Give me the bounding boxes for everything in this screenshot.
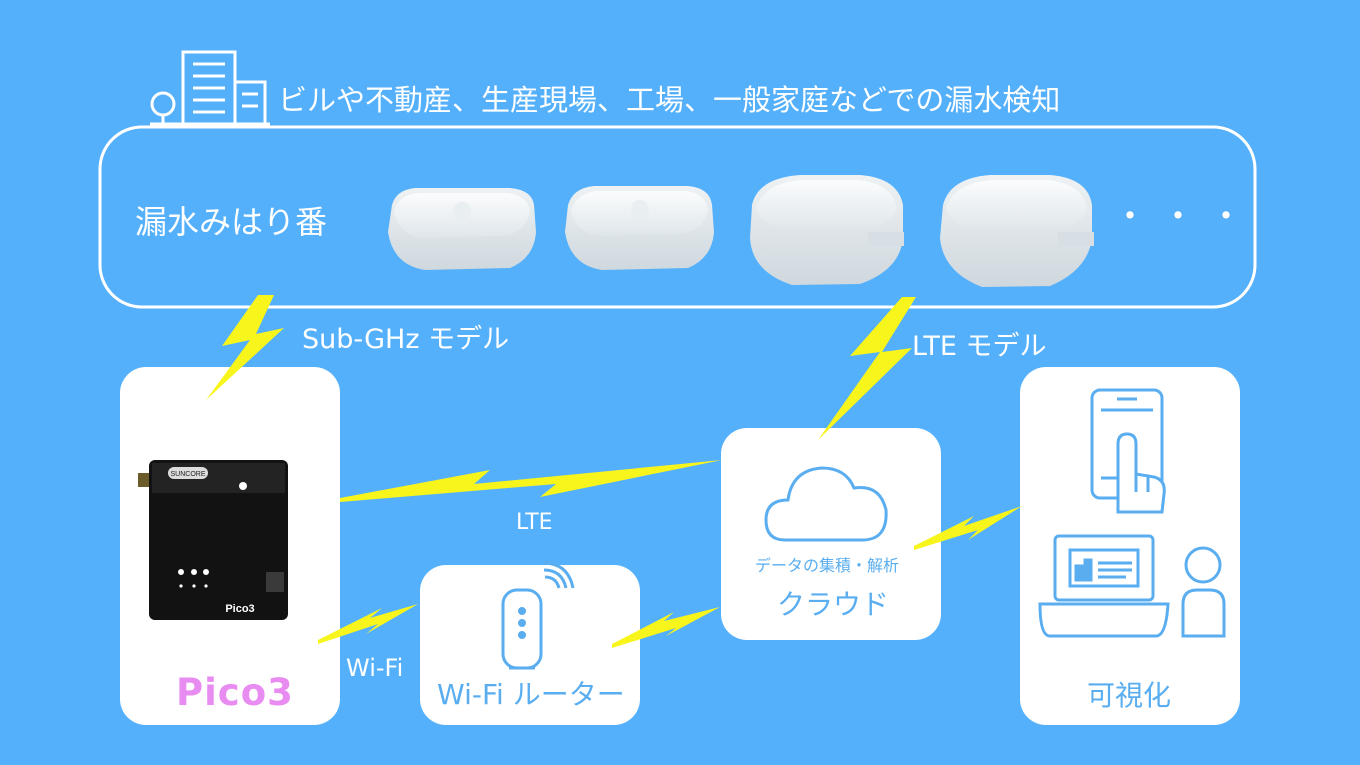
- more-sensors-ellipsis: ・・・: [1113, 197, 1257, 237]
- sensor-device-3: [750, 175, 904, 285]
- subghz-lightning: [206, 295, 284, 400]
- lte-link-label: LTE: [516, 510, 553, 535]
- wifi-lightning: [318, 604, 418, 644]
- subghz-model-label: Sub-GHz モデル: [302, 324, 510, 355]
- gateway-brand: SUNCORE: [170, 471, 205, 478]
- laptop-chart-icon: [1038, 534, 1170, 638]
- router-cloud-lightning: [612, 607, 720, 648]
- pico3-device: SUNCORE Pico3: [138, 460, 288, 620]
- gateway-device-text: Pico3: [225, 603, 254, 615]
- sensor-product-name: 漏水みはり番: [135, 203, 328, 241]
- wifi-link-label: Wi-Fi: [346, 654, 404, 682]
- wifi-router-icon: [501, 561, 575, 670]
- lightning-bolts: [206, 295, 1022, 648]
- router-label: Wi-Fi ルーター: [437, 678, 625, 711]
- lte-model-lightning: [818, 297, 916, 440]
- page-headline: ビルや不動産、生産現場、工場、一般家庭などでの漏水検知: [278, 83, 1061, 117]
- building-icon: [150, 50, 270, 126]
- lte-model-label: LTE モデル: [912, 331, 1047, 362]
- cloud-icon: [764, 466, 888, 542]
- sensor-device-1: [388, 188, 536, 270]
- gateway-name: Pico3: [176, 671, 294, 714]
- visualization-label: 可視化: [1087, 679, 1172, 712]
- sensor-device-2: [565, 186, 714, 270]
- visualization-box: [1020, 367, 1240, 725]
- cloud-visual-lightning: [914, 506, 1022, 550]
- sensor-group-frame: [98, 125, 1257, 309]
- cloud-box: [721, 428, 941, 640]
- cloud-subtitle: データの集積・解析: [755, 556, 900, 575]
- cloud-label: クラウド: [777, 588, 890, 621]
- sensor-device-4: [940, 175, 1094, 287]
- router-box: [420, 565, 640, 725]
- lte-lightning: [340, 460, 722, 502]
- person-icon: [1181, 546, 1226, 638]
- smartphone-touch-icon: [1090, 388, 1166, 514]
